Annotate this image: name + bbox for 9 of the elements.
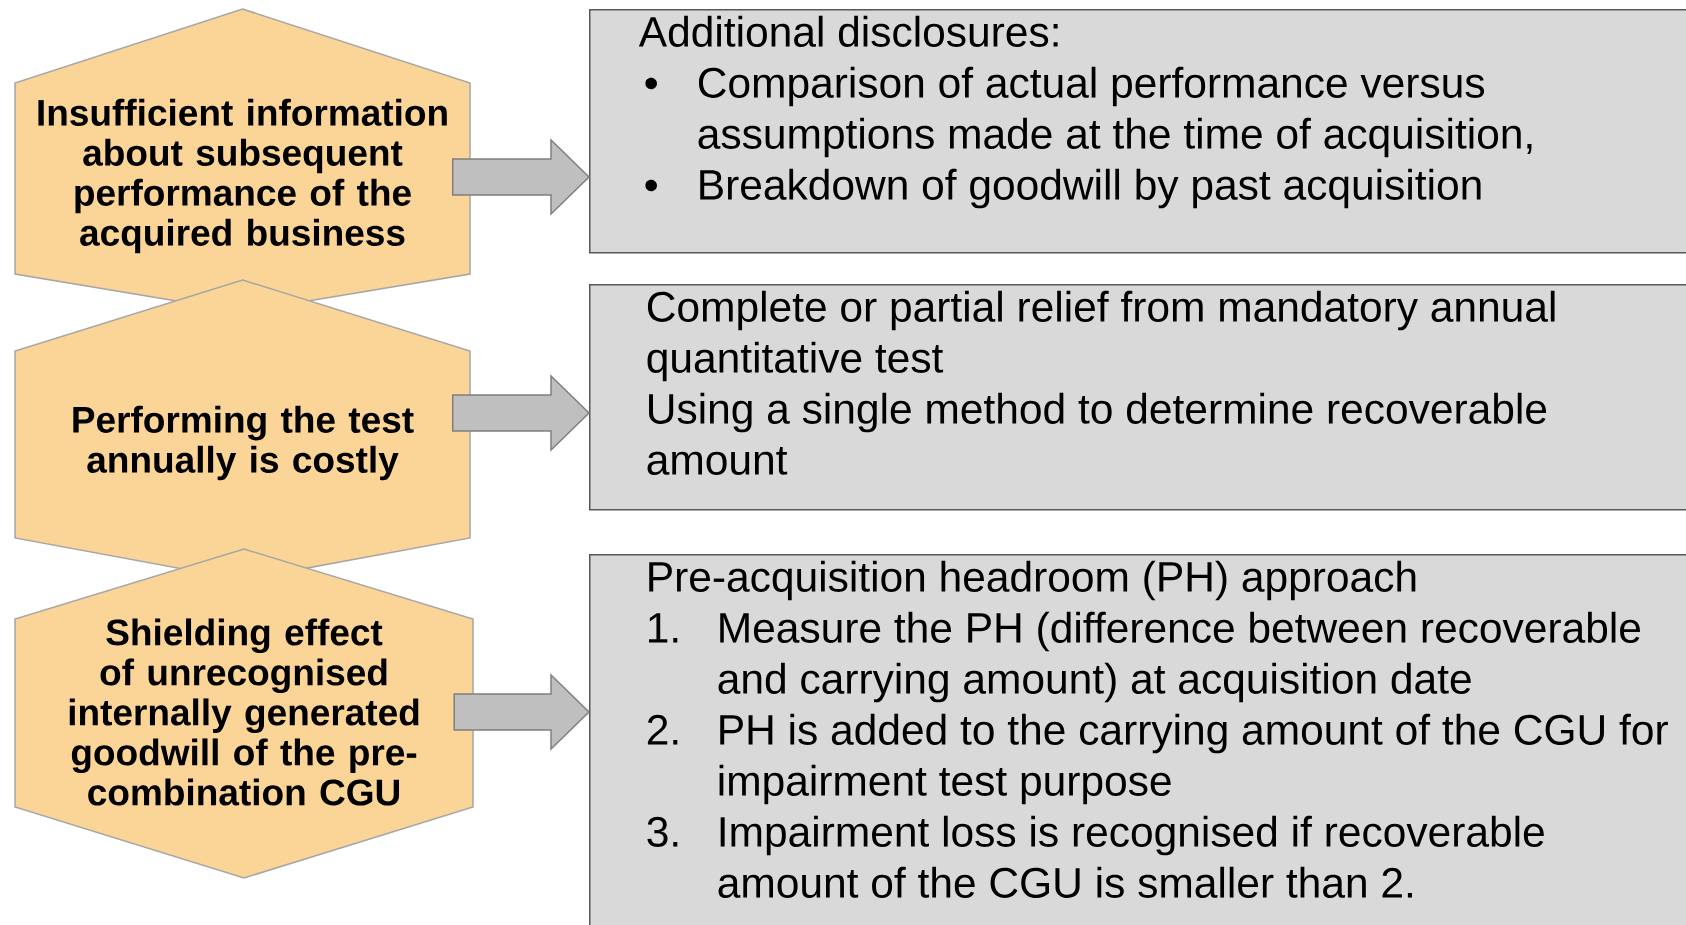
block-arrow [451,138,591,216]
text-box: Complete or partial relief from mandatory annual quantitative test Using a single method to determine recoverable amount [589,284,1686,511]
text-box: Additional disclosures: • Comparison of actual performance versus assumptions made at the time of acquisition, • Breakdown of goodwill by past acquisition [589,9,1686,254]
block-arrow [451,374,591,452]
hexagon: Insufficient information about subsequent performance of the acquired business [14,8,471,313]
block-arrow [453,673,591,751]
hexagon: Performing the test annually is costly [14,279,471,581]
hexagon: Shielding effect of unrecognised internally generated goodwill of the pre-combination CGU [14,548,474,879]
text-box: Pre-acquisition headroom (PH) approach 1. Measure the PH (difference between recoverable and carrying amount) at acquisition date 2. PH is added to the carrying amount of the CGU for impairment test purpose 3. Impairment loss is recognised if recoverable amount of the CGU is smaller than 2. [589,554,1686,925]
